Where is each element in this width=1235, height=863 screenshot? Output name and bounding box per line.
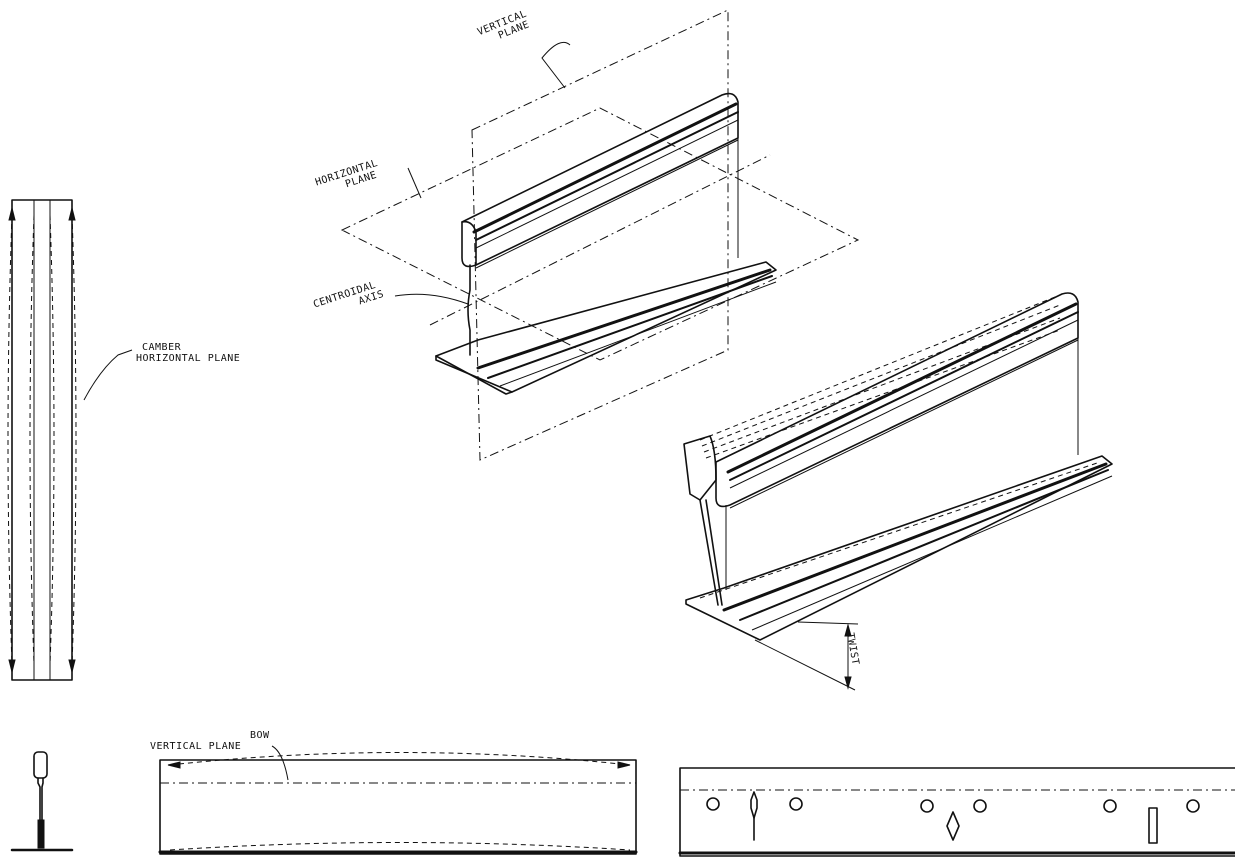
- bow-label: BOW VERTICAL PLANE: [150, 730, 270, 752]
- camber-plan-view: [7, 199, 133, 681]
- bow-side-view: [158, 745, 638, 855]
- camber-line-1: CAMBER: [142, 342, 182, 353]
- rail-cross-section: [10, 751, 74, 852]
- camber-label: CAMBER HORIZONTAL PLANE: [136, 342, 240, 364]
- drilled-rail-side-view: [678, 767, 1235, 857]
- bow-line-2: VERTICAL PLANE: [150, 741, 242, 752]
- bow-line-1: BOW: [250, 730, 270, 741]
- camber-line-2: HORIZONTAL PLANE: [136, 353, 241, 364]
- rail-twist-isometric: [683, 292, 1113, 691]
- rail-planes-isometric: [340, 9, 860, 461]
